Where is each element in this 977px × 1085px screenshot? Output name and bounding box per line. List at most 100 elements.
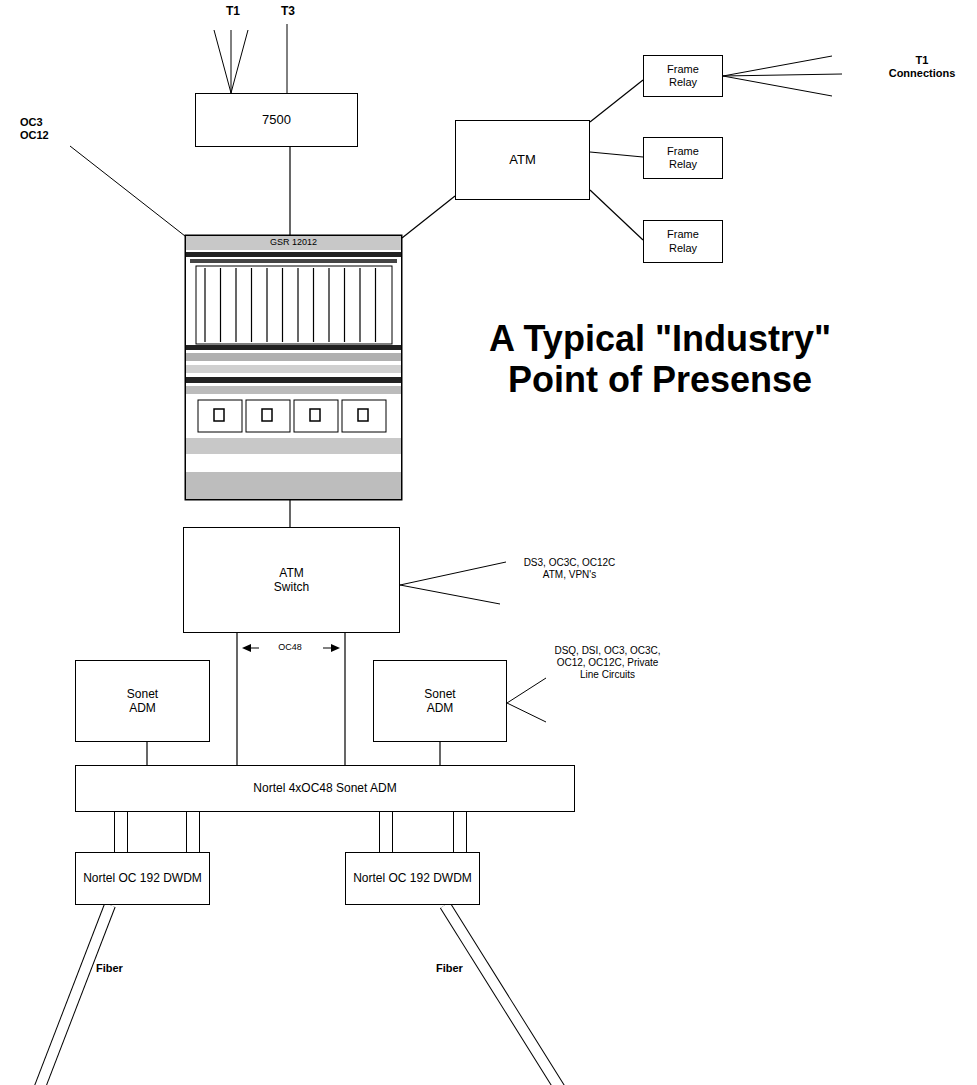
connector-path — [590, 80, 643, 122]
connector-path — [439, 742, 440, 765]
connector-path — [590, 152, 643, 157]
fan-latch — [262, 409, 272, 421]
device-box: Frame Relay — [643, 220, 723, 263]
device-name: Frame Relay — [663, 228, 703, 254]
device-name: Sonet ADM — [120, 687, 165, 716]
fan-latch — [310, 409, 320, 421]
device-name: Nortel OC 192 DWDM — [83, 871, 202, 885]
trunk-connector — [193, 812, 194, 852]
chassis-name: GSR 12012 — [270, 235, 317, 250]
card-slot — [375, 268, 376, 342]
chassis-band — [186, 365, 401, 373]
fiber-inner — [445, 905, 562, 1085]
connector-line — [237, 633, 238, 765]
chassis-body — [185, 235, 402, 500]
trunk-inner — [115, 812, 127, 852]
chassis-top-bar — [186, 236, 401, 250]
chassis-base — [186, 472, 401, 499]
device-name: Frame Relay — [663, 63, 703, 89]
device-name: Sonet ADM — [418, 687, 463, 716]
annotation-label: Fiber — [436, 962, 476, 975]
card-slot — [344, 268, 345, 342]
t1-wire — [723, 76, 832, 96]
card-slot — [297, 268, 298, 342]
device-box: 7500 — [195, 93, 358, 147]
device-name: Frame Relay — [663, 145, 703, 171]
trunk-outer — [453, 812, 467, 852]
circuit-wire — [507, 703, 546, 722]
span-arrow — [323, 648, 332, 649]
trunk-inner — [454, 812, 466, 852]
annotation-label: Fiber — [96, 962, 136, 975]
connector-path — [289, 500, 290, 527]
connector-path — [289, 147, 290, 235]
card-slot — [251, 268, 252, 342]
trunk-connector — [121, 812, 122, 852]
fan-latch — [214, 409, 224, 421]
trunk-connector — [460, 812, 461, 852]
card-slot — [282, 268, 283, 342]
connector-line — [147, 742, 148, 765]
connector-line — [590, 80, 643, 122]
connector-line — [345, 633, 346, 765]
connector-line — [402, 196, 455, 238]
fan-latch — [358, 409, 368, 421]
device-box: Frame Relay — [643, 55, 723, 97]
circuit-wire — [400, 585, 500, 604]
device-name: 7500 — [262, 112, 291, 128]
device-name: ATM Switch — [267, 566, 317, 595]
device-box: Nortel OC 192 DWDM — [75, 852, 210, 905]
chassis-band — [190, 259, 397, 263]
card-slot — [220, 268, 221, 342]
annotation-label: OC3 OC12 — [20, 116, 60, 142]
trunk-outer — [186, 812, 200, 852]
fan-module — [246, 400, 290, 432]
chassis-band — [186, 252, 401, 257]
device-name: Nortel OC 192 DWDM — [353, 871, 472, 885]
fan-module — [198, 400, 242, 432]
t1-wire — [231, 30, 248, 93]
connector-line — [590, 190, 643, 240]
annotation-label: DS3, OC3C, OC12C ATM, VPN's — [512, 557, 627, 581]
device-box: Sonet ADM — [75, 660, 210, 742]
connector-path — [590, 190, 643, 240]
device-box: ATM — [455, 120, 590, 200]
device-box: Sonet ADM — [373, 660, 507, 742]
card-slots — [205, 268, 376, 342]
device-box: Nortel OC 192 DWDM — [345, 852, 480, 905]
device-name: ATM — [509, 152, 535, 168]
circuit-wire — [400, 562, 506, 585]
router-chassis — [185, 235, 402, 500]
span-arrow — [250, 648, 259, 649]
device-box: Nortel 4xOC48 Sonet ADM — [75, 765, 575, 812]
fan-module — [294, 400, 338, 432]
trunk-outer — [114, 812, 128, 852]
fan-module — [342, 400, 386, 432]
t3-wire — [287, 24, 288, 93]
trunk-inner — [187, 812, 199, 852]
card-slot — [235, 268, 236, 342]
card-slot — [328, 268, 329, 342]
device-name: Nortel 4xOC48 Sonet ADM — [253, 781, 396, 795]
connector-line — [290, 500, 291, 527]
trunk-connector — [386, 812, 387, 852]
connector-path — [344, 633, 345, 765]
connector-path — [146, 742, 147, 765]
fiber-outer — [38, 905, 110, 1085]
trunk-inner — [380, 812, 392, 852]
card-slot — [359, 268, 360, 342]
annotation-label: T1 — [221, 4, 245, 18]
chassis-band — [186, 353, 401, 361]
connector-path — [402, 196, 455, 238]
annotation-label: DSQ, DSI, OC3, OC3C, OC12, OC12C, Privat… — [550, 645, 665, 681]
annotation-label: T3 — [276, 4, 300, 18]
arrowhead — [331, 644, 340, 652]
chassis-band — [186, 386, 401, 394]
card-cage — [196, 266, 392, 344]
t1-wire — [231, 30, 232, 93]
circuit-wire — [507, 678, 546, 703]
t1-wire — [723, 74, 842, 76]
device-box: ATM Switch — [183, 527, 400, 633]
router-chassis-box: GSR 12012 — [185, 235, 402, 500]
